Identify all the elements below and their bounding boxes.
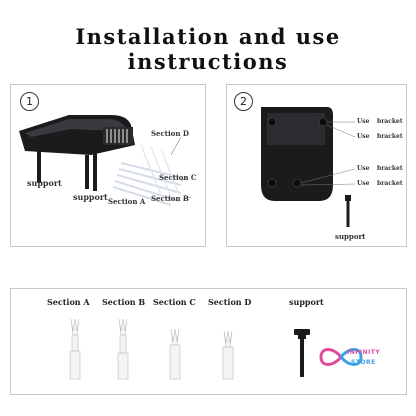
part-support	[294, 329, 310, 377]
page-title: Installation and use instructions	[75, 24, 341, 74]
parts-panel: Section A Section B Section C Section D …	[10, 288, 407, 395]
infinity-logo	[319, 348, 363, 366]
grand-piano-illustration	[19, 115, 192, 206]
step-1-panel: 1	[10, 84, 206, 247]
part-section-c	[169, 328, 181, 380]
callout-use-3: Use	[357, 165, 370, 172]
part-section-d	[222, 330, 234, 380]
label-support: support	[335, 232, 366, 241]
watermark-line2: STORE	[351, 359, 376, 366]
callout-bracket-1: bracket	[377, 118, 403, 125]
part-label-support: support	[289, 297, 324, 307]
label-support-bottom: support	[73, 192, 108, 202]
step-number-2: 2	[234, 92, 253, 111]
part-label-section-d: Section D	[208, 297, 252, 307]
label-support-left: support	[27, 178, 62, 188]
step-2-panel: 2 Use bracket Use bracket Use bracket Us…	[226, 84, 407, 247]
part-label-section-b: Section B	[102, 297, 146, 307]
label-section-c: Section C	[159, 173, 197, 182]
part-label-section-a: Section A	[47, 297, 90, 307]
part-section-a	[69, 318, 81, 380]
label-section-a: Section A	[108, 197, 146, 206]
callout-bracket-2: bracket	[377, 133, 403, 140]
callout-use-2: Use	[357, 133, 370, 140]
callout-use-1: Use	[357, 118, 370, 125]
watermark-line1: INFINITY	[347, 349, 381, 356]
step-number-1: 1	[20, 92, 39, 111]
callout-bracket-3: bracket	[377, 165, 403, 172]
part-label-section-c: Section C	[153, 297, 196, 307]
label-section-d: Section D	[151, 129, 189, 138]
piano-underside-illustration	[261, 107, 356, 227]
part-section-b	[117, 318, 129, 380]
callout-bracket-4: bracket	[377, 180, 403, 187]
parts-illustration	[69, 318, 363, 380]
label-section-b: Section B	[151, 194, 189, 203]
callout-use-4: Use	[357, 180, 370, 187]
